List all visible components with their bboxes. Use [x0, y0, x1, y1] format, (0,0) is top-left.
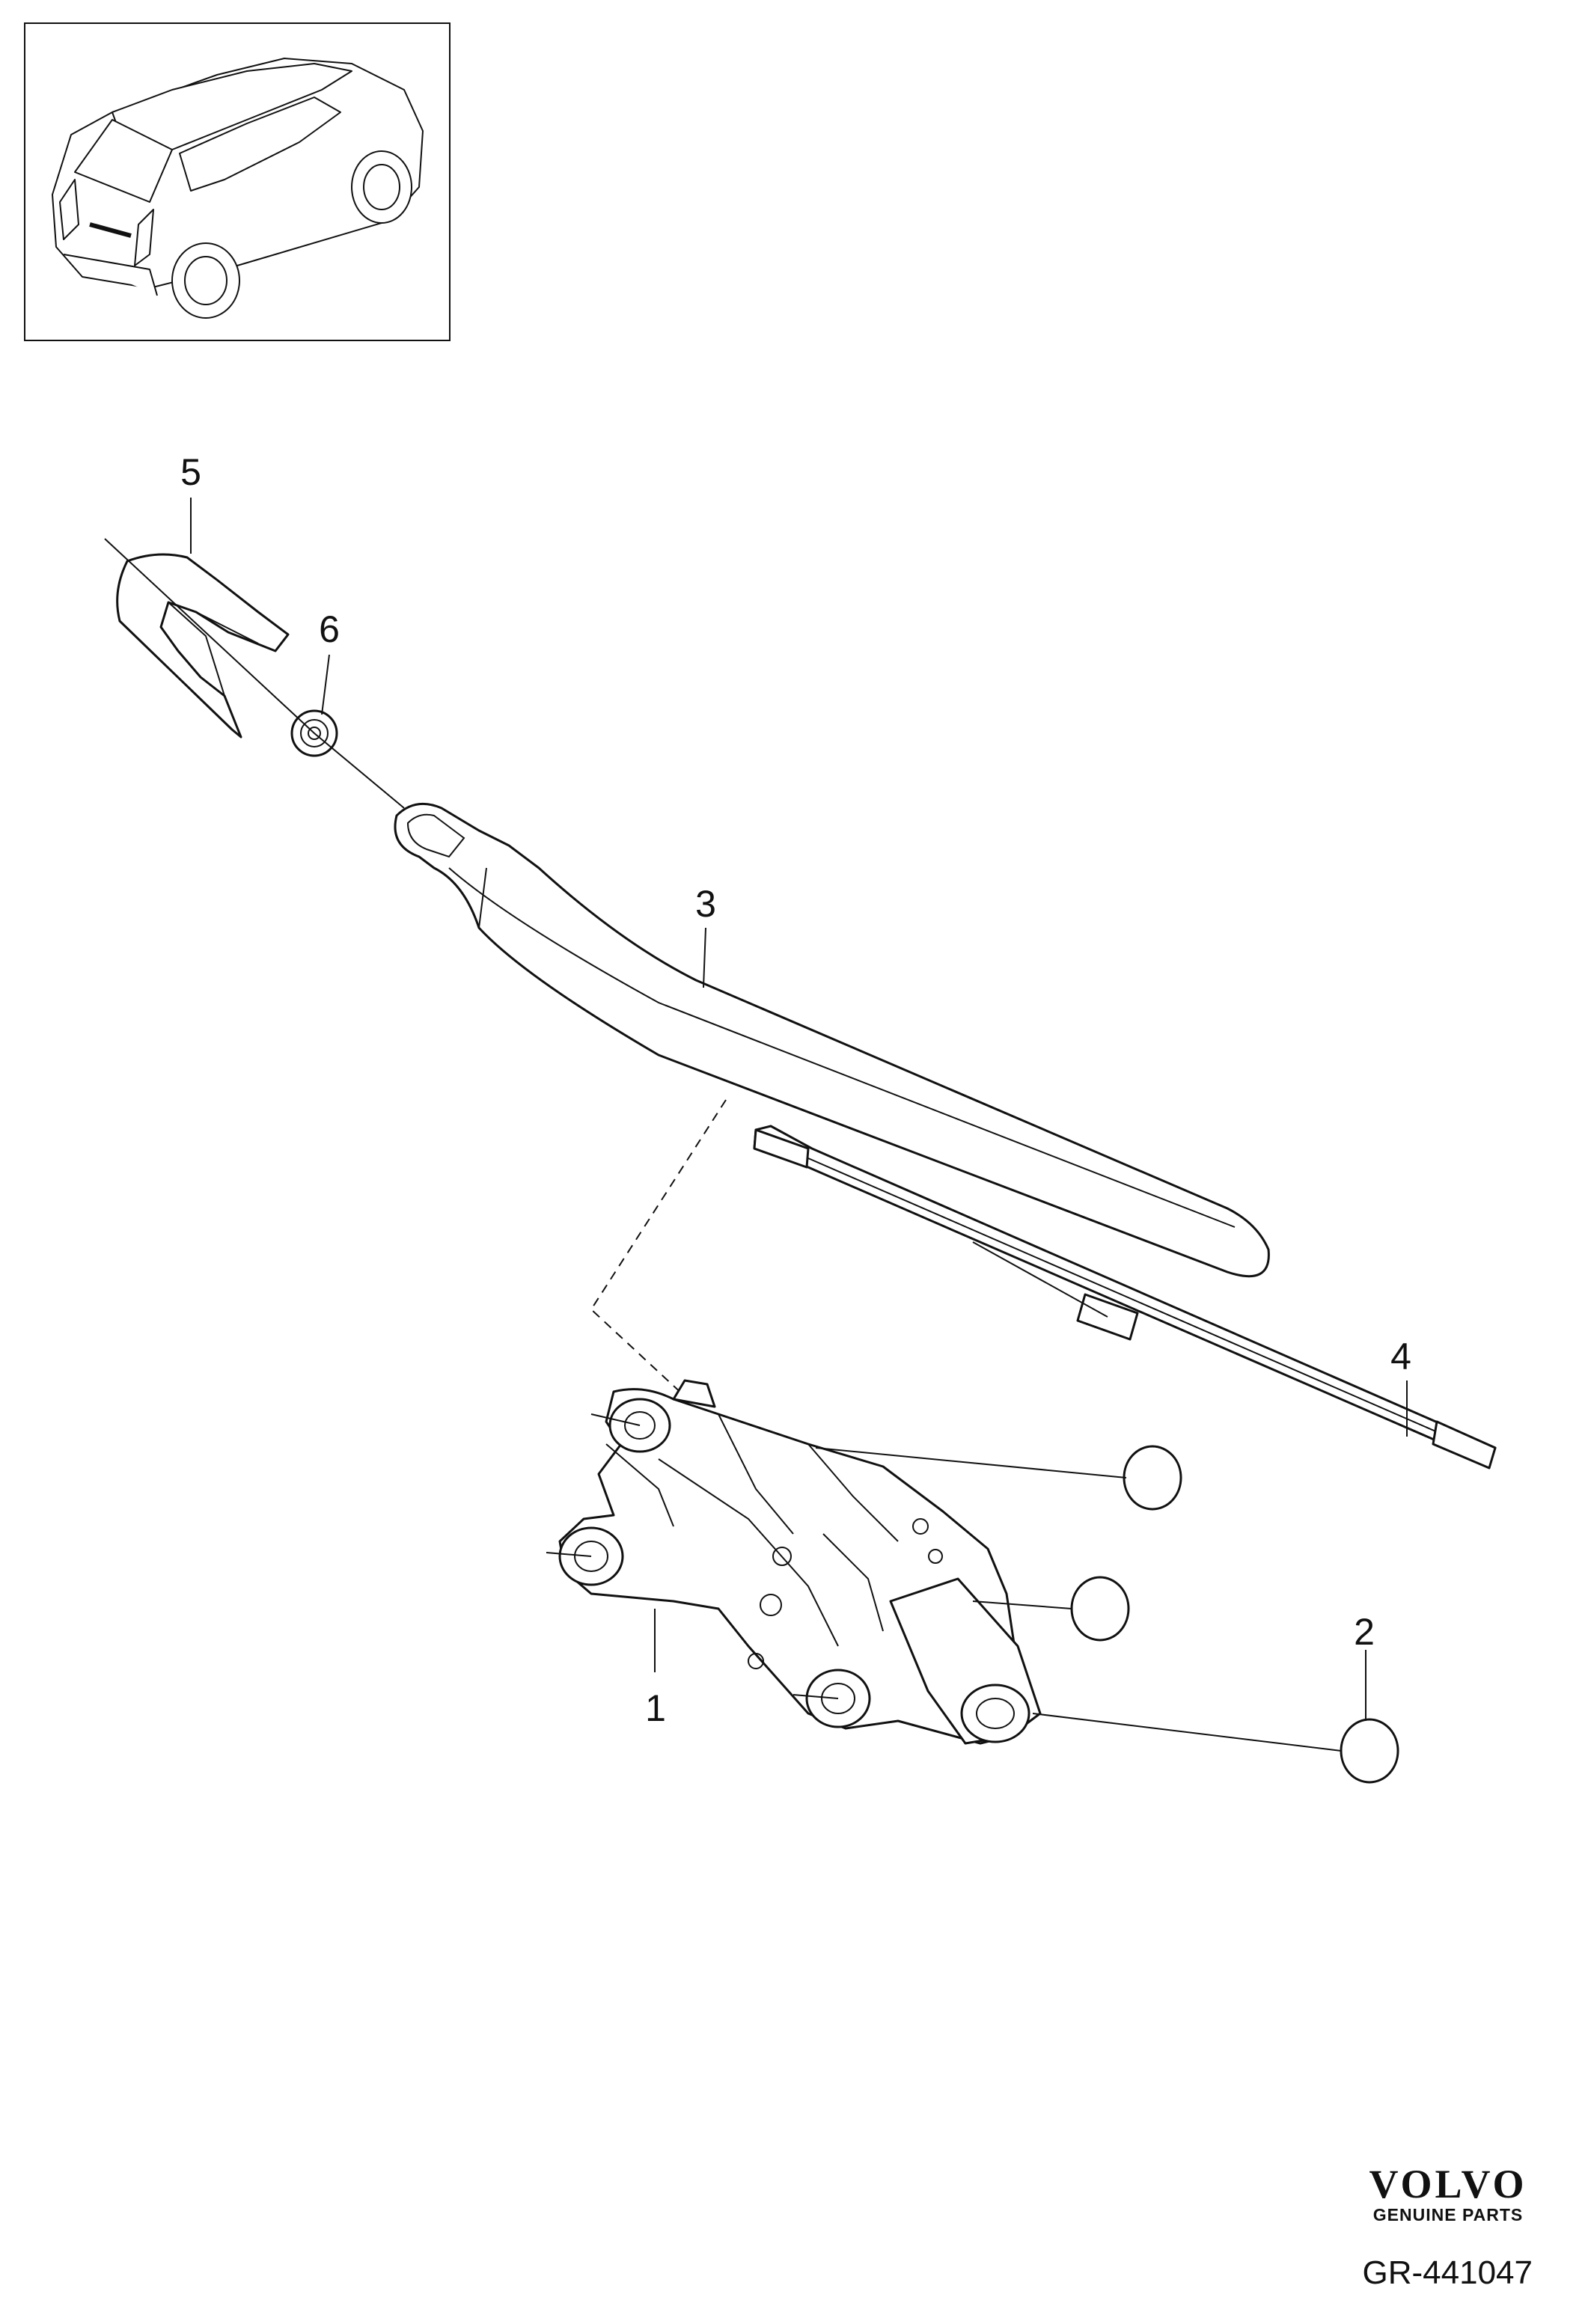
wiper-motor-part [558, 1379, 1042, 1745]
callout-5: 5 [180, 451, 201, 493]
callout-2: 2 [1354, 1611, 1375, 1653]
wiper-arm-cap-part [116, 553, 290, 739]
callout-1: 1 [645, 1687, 666, 1729]
assembly-axis-line [104, 538, 405, 809]
wiper-arm-part [394, 802, 1270, 1278]
callout-4: 4 [1390, 1336, 1411, 1377]
grommet-part-c [1340, 1718, 1399, 1784]
callout-3: 3 [695, 883, 716, 925]
grommet-part-b [1070, 1576, 1130, 1642]
arm-to-motor-dashed-line [590, 1099, 727, 1407]
grommet-part-a [1123, 1445, 1182, 1511]
brand-tagline: GENUINE PARTS [1373, 2205, 1523, 2224]
wiper-blade-part [753, 1125, 1497, 1470]
assembly-lines [546, 1413, 1342, 1752]
callout-6: 6 [319, 608, 340, 650]
drawing-reference: GR-441047 [1363, 2254, 1533, 2291]
car-outline-icon [52, 58, 424, 319]
brand-logo: VOLVO [1369, 2162, 1527, 2207]
vehicle-locator-inset [24, 22, 451, 341]
callout-leaders [190, 498, 1408, 1721]
